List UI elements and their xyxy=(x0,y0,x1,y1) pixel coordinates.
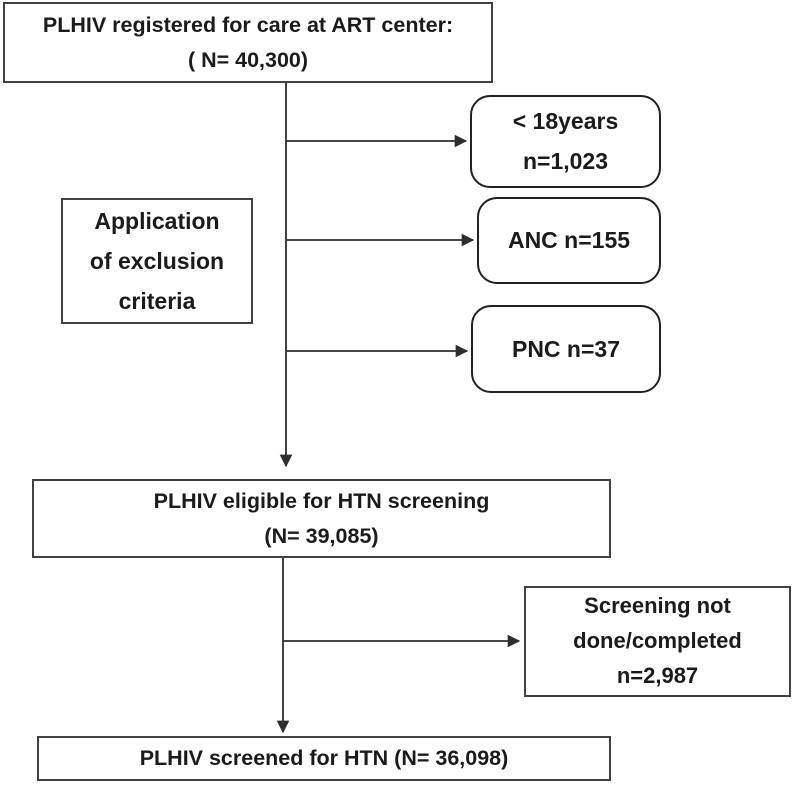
box-registered: PLHIV registered for care at ART center:… xyxy=(3,2,493,83)
box-eligible-count: (N= 39,085) xyxy=(264,523,379,548)
box-under18-count: n=1,023 xyxy=(522,147,609,174)
box-screened: PLHIV screened for HTN (N= 36,098) xyxy=(37,736,611,781)
box-registered-line1: PLHIV registered for care at ART center: xyxy=(42,13,454,38)
box-not-screened-line1: Screening not xyxy=(584,593,731,619)
box-eligible: PLHIV eligible for HTN screening (N= 39,… xyxy=(32,479,611,558)
box-excluded-pnc: PNC n=37 xyxy=(471,305,661,393)
box-screening-not-done: Screening not done/completed n=2,987 xyxy=(524,586,791,697)
box-exclusion-line1: Application xyxy=(94,207,220,234)
box-anc-label: ANC n=155 xyxy=(507,227,631,254)
box-excluded-anc: ANC n=155 xyxy=(477,197,661,284)
box-not-screened-line2: done/completed xyxy=(573,628,742,654)
box-registered-count: ( N= 40,300) xyxy=(187,47,309,72)
box-eligible-line1: PLHIV eligible for HTN screening xyxy=(153,488,490,513)
box-under18-label: < 18years xyxy=(512,108,619,135)
box-excluded-under18: < 18years n=1,023 xyxy=(470,95,661,188)
box-not-screened-count: n=2,987 xyxy=(616,662,699,688)
box-screened-label: PLHIV screened for HTN (N= 36,098) xyxy=(139,746,509,771)
box-exclusion-criteria: Application of exclusion criteria xyxy=(61,198,253,324)
box-exclusion-line2: of exclusion xyxy=(89,247,225,274)
box-exclusion-line3: criteria xyxy=(118,288,196,315)
box-pnc-label: PNC n=37 xyxy=(511,335,620,362)
